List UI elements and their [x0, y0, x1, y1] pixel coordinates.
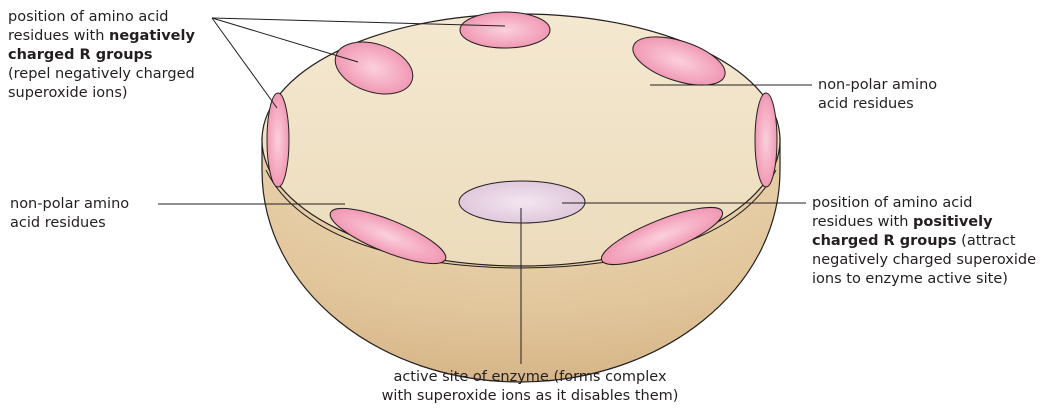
label-negative-line2-pre: residues with — [8, 28, 109, 44]
label-negative-line2: residues with negatively — [8, 27, 258, 46]
label-nonpolar-left: non-polar amino acid residues — [10, 195, 210, 233]
label-nonpolar-left-line1: non-polar amino — [10, 195, 210, 214]
label-negative-line3-bold: charged R groups — [8, 47, 153, 63]
label-nonpolar-right-line1: non-polar amino — [818, 76, 1018, 95]
label-positive-line2-bold: positively — [913, 214, 993, 230]
label-negative-line5: superoxide ions) — [8, 84, 258, 103]
label-positively-charged: position of amino acid residues with pos… — [812, 194, 1062, 289]
label-positive-line2: residues with positively — [812, 213, 1062, 232]
label-positive-line5: ions to enzyme active site) — [812, 270, 1062, 289]
label-positive-line2-pre: residues with — [812, 214, 913, 230]
label-nonpolar-right-line2: acid residues — [818, 95, 1018, 114]
label-positive-line3-bold: charged R groups — [812, 233, 957, 249]
label-nonpolar-right: non-polar amino acid residues — [818, 76, 1018, 114]
negative-patch-left-edge — [267, 93, 289, 187]
label-nonpolar-left-line2: acid residues — [10, 214, 210, 233]
label-positive-line1: position of amino acid — [812, 194, 1062, 213]
label-negative-line4: (repel negatively charged — [8, 65, 258, 84]
negative-patch-top-center — [460, 12, 550, 48]
label-positive-line3-post: (attract — [957, 233, 1016, 249]
label-negative-line2-bold: negatively — [109, 28, 195, 44]
label-negative-line3: charged R groups — [8, 46, 258, 65]
label-positive-line4: negatively charged superoxide — [812, 251, 1062, 270]
label-active-site: active site of enzyme (forms complex wit… — [360, 368, 700, 406]
active-site-patch — [459, 181, 585, 223]
label-active-site-line1: active site of enzyme (forms complex — [360, 368, 700, 387]
negative-patch-right-edge — [755, 93, 777, 187]
label-active-site-line2: with superoxide ions as it disables them… — [360, 387, 700, 406]
label-negative-line1: position of amino acid — [8, 8, 258, 27]
label-positive-line3: charged R groups (attract — [812, 232, 1062, 251]
label-negatively-charged: position of amino acid residues with neg… — [8, 8, 258, 103]
